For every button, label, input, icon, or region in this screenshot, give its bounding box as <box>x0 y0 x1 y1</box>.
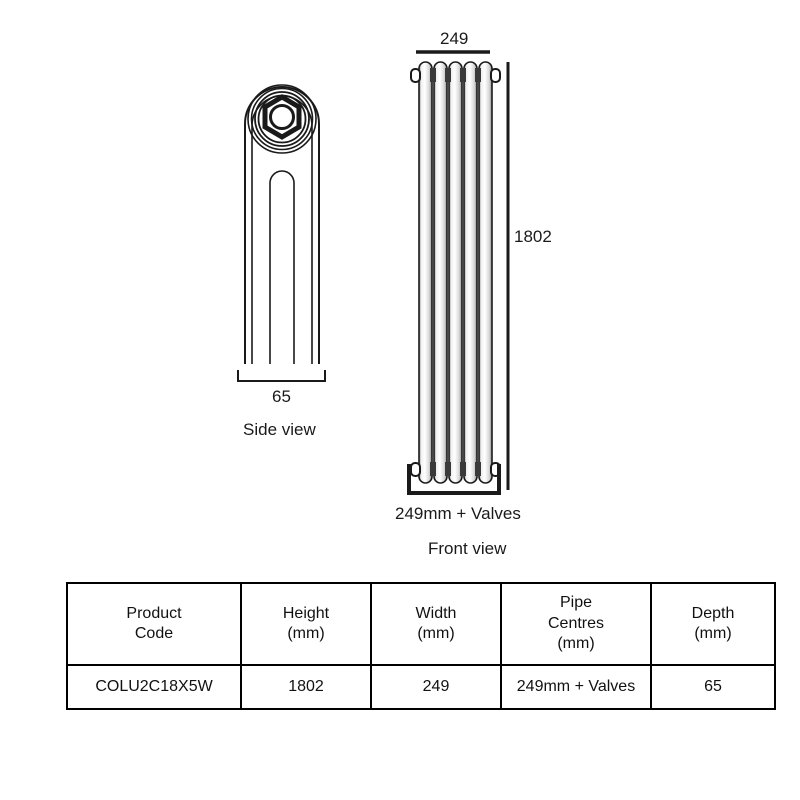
side-view-waterway-slot <box>269 170 295 364</box>
radiator-column <box>463 61 478 484</box>
front-view-group <box>407 50 510 495</box>
front-view-height-dimension-label: 1802 <box>514 227 552 246</box>
header-line: (mm) <box>417 625 455 642</box>
top-left-end-plug-icon <box>410 68 421 83</box>
table-header-width: Width (mm) <box>370 582 502 666</box>
table-row: COLU2C18X5W 1802 249 249mm + Valves 65 <box>66 664 776 710</box>
front-view-pipe-centres-label: 249mm + Valves <box>395 504 521 523</box>
front-view-width-dimension-label: 249 <box>440 29 469 48</box>
side-view-depth-dimension-bracket <box>237 370 326 382</box>
header-line: (mm) <box>287 625 325 642</box>
header-line: (mm) <box>557 635 595 653</box>
cell-height: 1802 <box>240 664 372 710</box>
side-view-bore-circle <box>269 104 295 130</box>
header-line: Centres <box>547 614 605 632</box>
header-line: (mm) <box>694 625 732 642</box>
side-view-body-outline <box>244 86 320 364</box>
header-line: Width <box>415 604 457 622</box>
header-line: Depth <box>691 604 735 622</box>
header-line: Height <box>282 604 330 622</box>
table-header-pipe-centres: Pipe Centres (mm) <box>500 582 652 666</box>
side-view-title-label: Side view <box>243 420 316 439</box>
cell-depth: 65 <box>650 664 776 710</box>
cell-product-code: COLU2C18X5W <box>66 664 242 710</box>
radiator-column <box>478 61 493 484</box>
top-right-end-plug-icon <box>490 68 501 83</box>
side-view-depth-dimension-label: 65 <box>272 387 291 406</box>
side-view-group <box>237 84 326 382</box>
radiator-column <box>433 61 448 484</box>
table-header-depth: Depth (mm) <box>650 582 776 666</box>
front-view-columns <box>418 61 493 484</box>
header-line: Pipe <box>559 594 593 612</box>
table-header-product-code: Product Code <box>66 582 242 666</box>
header-line: Code <box>134 625 174 642</box>
front-view-pipe-centres-bracket <box>407 464 501 495</box>
front-view-title-label: Front view <box>428 539 507 558</box>
table-header-height: Height (mm) <box>240 582 372 666</box>
front-view-top-manifold <box>410 68 501 83</box>
table-header-row: Product Code Height (mm) Width (mm) Pipe… <box>66 582 776 666</box>
radiator-column <box>448 61 463 484</box>
radiator-column <box>418 61 433 484</box>
bottom-left-end-plug-icon <box>410 462 421 477</box>
product-spec-table: Product Code Height (mm) Width (mm) Pipe… <box>66 582 776 710</box>
header-line: Product <box>126 604 182 622</box>
cell-pipe-centres: 249mm + Valves <box>500 664 652 710</box>
cell-width: 249 <box>370 664 502 710</box>
